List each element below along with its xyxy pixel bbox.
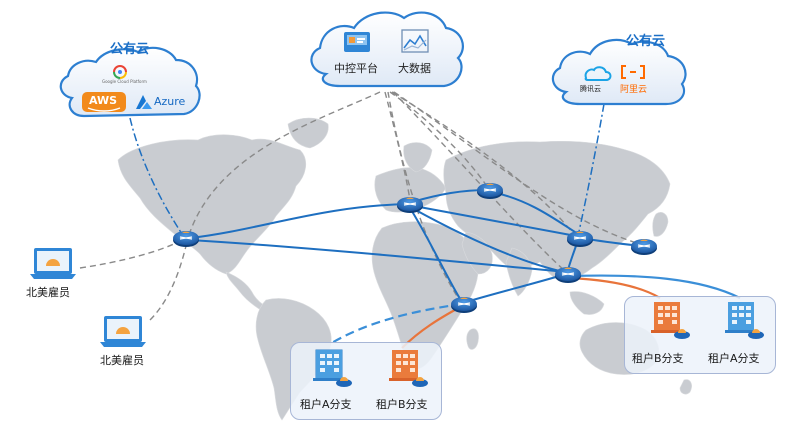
tencent-cloud-logo: [584, 66, 612, 81]
world-map: [117, 117, 692, 421]
console-platform-icon: [344, 32, 370, 52]
employee-label: 北美雇员: [26, 286, 70, 299]
branch-label: 租户B分支: [632, 352, 684, 365]
router-africa: [451, 297, 477, 313]
console-platform-label: 中控平台: [334, 62, 378, 75]
branch-label: 租户B分支: [376, 398, 428, 411]
router-hong-kong: [555, 267, 581, 283]
employee-link-2: [149, 245, 187, 321]
madagascar-landmass: [466, 328, 479, 350]
branch-link-bottom-a: [329, 302, 463, 345]
asia-landmass: [443, 140, 671, 283]
routers: [173, 183, 657, 313]
north-america-landmass: [117, 134, 307, 275]
router-russia: [477, 183, 503, 199]
backbone-eu-cn: [413, 205, 577, 237]
southeast-asia-landmass: [569, 291, 605, 315]
aliyun-logo: [621, 65, 645, 79]
backbone-na-cn: [189, 239, 567, 273]
azure-label: Azure: [154, 95, 186, 108]
japan-landmass: [652, 212, 669, 237]
scandinavia-landmass: [403, 142, 433, 173]
aws-label: AWS: [89, 94, 118, 107]
branch-link-right-b: [569, 276, 661, 299]
backbone-eu-hk: [411, 207, 565, 273]
right-cloud-title: 公有云: [626, 34, 666, 49]
big-data-label: 大数据: [398, 62, 431, 75]
left-cloud-title: 公有云: [110, 42, 150, 57]
center-cloud-link-ru: [389, 91, 489, 189]
backbone-eu-africa: [409, 207, 463, 303]
provider-links: [129, 103, 605, 237]
backbone-na-eu: [189, 203, 409, 239]
new-zealand-landmass: [679, 379, 692, 395]
left-cloud-link: [129, 117, 183, 235]
gcp-logo: [113, 65, 127, 79]
router-japan: [631, 239, 657, 255]
big-data-icon: [401, 29, 429, 53]
backbone-links: [189, 189, 643, 303]
branch-label: 租户A分支: [708, 352, 760, 365]
laptop-icon: [30, 248, 76, 279]
gcp-caption: Google Cloud Platform: [102, 79, 147, 84]
center-cloud-link-na: [189, 91, 381, 233]
greenland-landmass: [287, 117, 329, 149]
router-north-america: [173, 231, 199, 247]
aws-badge: [82, 92, 126, 112]
center-cloud-link-eu: [384, 91, 411, 201]
employee-link-1: [79, 239, 183, 269]
right-cloud-link: [577, 103, 605, 237]
center-cloud-link-cn2: [393, 91, 641, 245]
backbone-ru-cn: [491, 191, 579, 235]
right-cloud-shape: [551, 38, 687, 106]
router-china: [567, 231, 593, 247]
employee-label: 北美雇员: [100, 354, 144, 367]
center-cloud-shape: [310, 11, 464, 88]
branch-link-right-a: [571, 274, 741, 299]
laptop-icon: [100, 316, 146, 347]
center-cloud-link-hk: [392, 91, 567, 273]
router-europe: [397, 197, 423, 213]
azure-logo: [136, 95, 152, 109]
branch-label: 租户A分支: [300, 398, 352, 411]
tencent-cloud-label: 腾讯云: [580, 85, 601, 93]
aliyun-label: 阿里云: [620, 85, 648, 95]
